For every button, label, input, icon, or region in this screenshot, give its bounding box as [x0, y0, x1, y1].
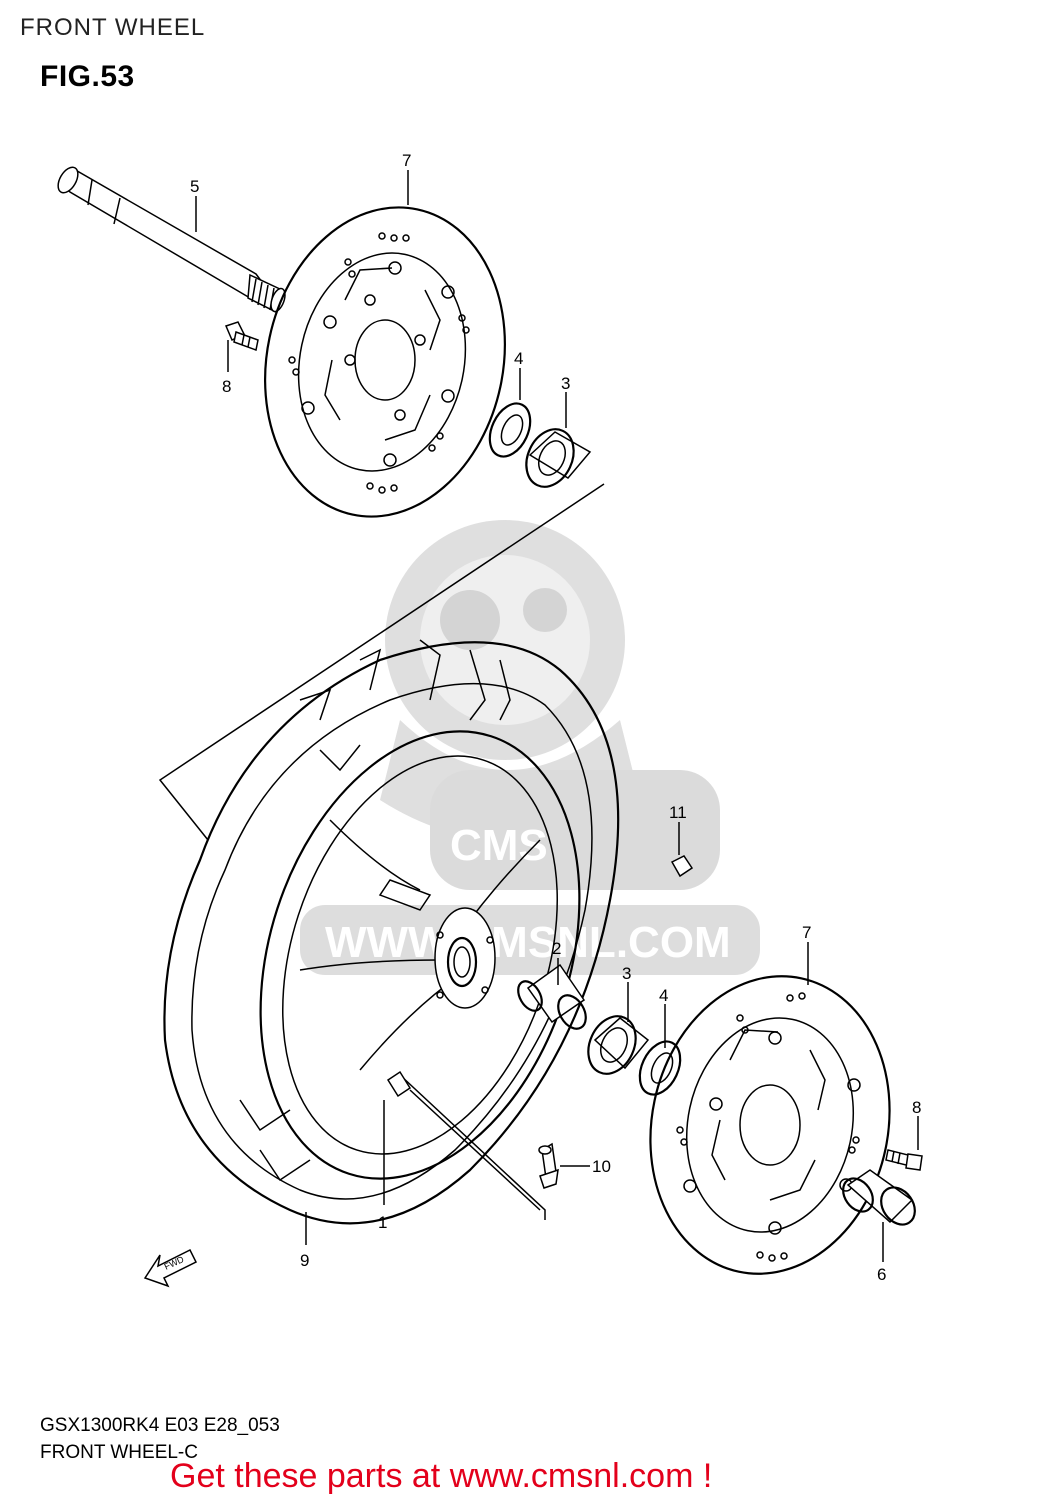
callout-5: 5 — [190, 177, 199, 196]
header-title: FRONT WHEEL — [20, 14, 206, 41]
fwd-direction-arrow: FWD — [143, 1248, 198, 1288]
callout-1: 1 — [378, 1213, 387, 1232]
callout-numbers: 5 7 8 4 3 11 2 3 4 7 8 10 1 9 6 — [190, 151, 921, 1284]
callout-7-lower: 7 — [802, 923, 811, 942]
callout-6: 6 — [877, 1265, 886, 1284]
watermark: CMS WWW.CMSNL.COM — [300, 520, 760, 975]
bearing-lower — [587, 1015, 650, 1075]
callout-3-upper: 3 — [561, 374, 570, 393]
dust-seal-upper — [488, 402, 532, 458]
callout-8-lower: 8 — [912, 1098, 921, 1117]
watermark-text: WWW.CMSNL.COM — [325, 918, 731, 967]
hub-spacer — [517, 963, 587, 1030]
callout-8-upper: 8 — [222, 377, 231, 396]
callout-3-lower: 3 — [622, 964, 631, 983]
disc-bolt-lower — [885, 1149, 923, 1171]
assembly-leader-lines — [158, 483, 605, 1220]
front-tire — [163, 639, 620, 1225]
callout-2: 2 — [552, 939, 561, 958]
callout-7-upper: 7 — [402, 151, 411, 170]
callout-4-upper: 4 — [514, 349, 523, 368]
callout-leaders — [195, 170, 919, 1262]
bearing-upper — [525, 428, 592, 488]
front-axle — [57, 166, 286, 314]
figure-label: FIG.53 — [40, 60, 135, 93]
brake-disc-lower — [649, 975, 891, 1275]
wheel-collar — [842, 1169, 916, 1226]
brake-disc-upper — [264, 206, 506, 518]
callout-10: 10 — [592, 1157, 611, 1176]
callout-9: 9 — [300, 1251, 309, 1270]
callout-11: 11 — [669, 803, 687, 822]
callout-4-lower: 4 — [659, 986, 668, 1005]
model-name: FRONT WHEEL-C — [40, 1442, 198, 1463]
footer-link[interactable]: Get these parts at www.cmsnl.com ! — [170, 1457, 713, 1495]
svg-text:CMS: CMS — [450, 821, 548, 870]
tire-valve — [538, 1142, 559, 1189]
balance-weight — [670, 855, 694, 878]
model-code: GSX1300RK4 E03 E28_053 — [40, 1415, 280, 1436]
disc-bolt-upper — [224, 321, 259, 352]
dust-seal-lower — [638, 1040, 682, 1096]
